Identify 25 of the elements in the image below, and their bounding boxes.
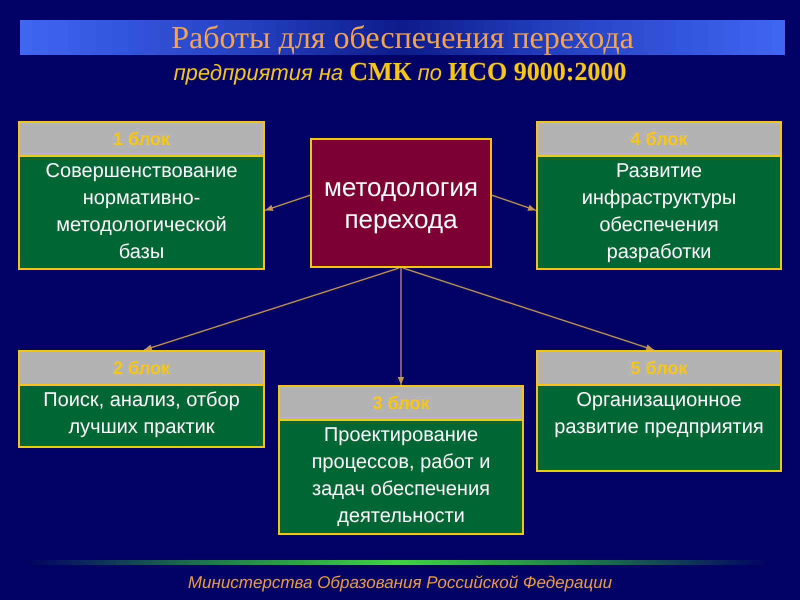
block-description: Совершенствование нормативно-методологической базы (46, 160, 238, 263)
connector-arrow (398, 268, 404, 385)
central-box (310, 138, 492, 268)
connector-arrow (264, 194, 310, 212)
block-card (18, 121, 265, 270)
block-card (278, 385, 524, 535)
block-header: 2 блок (20, 352, 263, 386)
connector-arrow (144, 267, 400, 351)
block-description: Проектирование процессов, работ и задач обеспечения деятельности (312, 424, 490, 527)
connector-arrow (492, 194, 536, 212)
subtitle: предприятия на СМК по ИСО 9000:2000 (174, 60, 626, 85)
block-card (18, 350, 265, 448)
block-header: 1 блок (20, 123, 263, 157)
title: Работы для обеспечения перехода (171, 20, 634, 55)
block-header: 5 блок (538, 352, 780, 386)
footer-caption: Министерства Образования Российской Федерации (188, 573, 612, 592)
block-card (536, 121, 782, 270)
node-title: методология перехода (322, 171, 480, 235)
block-header: 3 блок (280, 387, 522, 421)
block-header: 4 блок (538, 123, 780, 157)
block-card (536, 350, 782, 472)
block-description: Развитие инфраструктуры обеспечения разработки (582, 160, 736, 263)
block-description: Организационное развитие предприятия (554, 389, 764, 438)
connector-arrow (402, 267, 654, 351)
block-description: Поиск, анализ, отбор лучших практик (43, 389, 240, 438)
